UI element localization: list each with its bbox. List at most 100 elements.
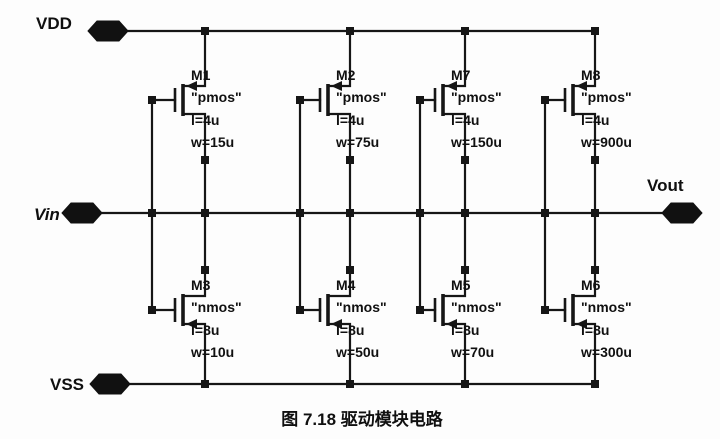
nmos-transistor: M3 "nmos" l=8u w=10u xyxy=(150,211,242,386)
junction-dot xyxy=(296,209,304,217)
nmos-arrow-icon xyxy=(331,319,342,329)
junction-dot xyxy=(591,209,599,217)
junction-dot xyxy=(591,156,599,164)
junction-dot xyxy=(461,266,469,274)
transistor-length-label: l=4u xyxy=(451,112,479,128)
junction-dot xyxy=(416,96,424,104)
junction-dot xyxy=(201,380,209,388)
transistor-model-label: "nmos" xyxy=(581,299,632,315)
transistor-width-label: w=75u xyxy=(335,134,379,150)
pmos-transistor: M7 "pmos" l=4u w=150u xyxy=(418,29,502,215)
transistor-name-label: M8 xyxy=(581,67,601,83)
junction-dot xyxy=(461,380,469,388)
transistor-width-label: w=10u xyxy=(190,344,234,360)
transistor-name-label: M5 xyxy=(451,277,471,293)
transistor-length-label: l=8u xyxy=(581,322,609,338)
junction-dot xyxy=(541,306,549,314)
junction-dot xyxy=(148,209,156,217)
vin-port-icon xyxy=(61,202,103,224)
transistor-length-label: l=8u xyxy=(451,322,479,338)
junction-dot xyxy=(201,27,209,35)
junction-dot xyxy=(541,96,549,104)
bottom-lead xyxy=(181,112,207,215)
transistor-width-label: w=150u xyxy=(450,134,502,150)
transistor-model-label: "pmos" xyxy=(191,89,242,105)
transistor-width-label: w=15u xyxy=(190,134,234,150)
transistor-model-label: "nmos" xyxy=(336,299,387,315)
vdd-port-icon xyxy=(87,20,129,42)
top-lead xyxy=(326,211,352,298)
top-lead xyxy=(571,211,597,298)
transistor-length-label: l=8u xyxy=(336,322,364,338)
transistor-model-label: "pmos" xyxy=(336,89,387,105)
junction-dot xyxy=(201,156,209,164)
transistor-width-label: w=900u xyxy=(580,134,632,150)
junction-dot xyxy=(461,209,469,217)
transistor-length-label: l=4u xyxy=(336,112,364,128)
transistor-model-label: "nmos" xyxy=(451,299,502,315)
transistor-width-label: w=300u xyxy=(580,344,632,360)
vdd-label: VDD xyxy=(36,14,72,33)
transistor-width-label: w=50u xyxy=(335,344,379,360)
transistor-model-label: "nmos" xyxy=(191,299,242,315)
pmos-arrow-icon xyxy=(186,81,197,91)
nmos-arrow-icon xyxy=(576,319,587,329)
bottom-lead xyxy=(326,112,352,215)
bottom-lead xyxy=(441,112,467,215)
top-lead xyxy=(441,211,467,298)
transistor-name-label: M2 xyxy=(336,67,356,83)
junction-dot xyxy=(201,209,209,217)
junction-dot xyxy=(541,209,549,217)
junction-dot xyxy=(346,27,354,35)
junction-dot xyxy=(346,156,354,164)
junction-dot xyxy=(148,96,156,104)
junction-dot xyxy=(461,156,469,164)
transistor-model-label: "pmos" xyxy=(581,89,632,105)
junction-dot xyxy=(346,209,354,217)
pmos-arrow-icon xyxy=(576,81,587,91)
transistor-name-label: M6 xyxy=(581,277,601,293)
nmos-transistor: M6 "nmos" l=8u w=300u xyxy=(543,211,632,386)
junction-dot xyxy=(296,306,304,314)
junction-dot xyxy=(148,306,156,314)
pmos-arrow-icon xyxy=(331,81,342,91)
transistor-name-label: M1 xyxy=(191,67,211,83)
pmos-transistor: M2 "pmos" l=4u w=75u xyxy=(298,29,387,215)
nmos-transistor: M4 "nmos" l=8u w=50u xyxy=(298,211,387,386)
vout-label: Vout xyxy=(647,176,684,195)
junction-dot xyxy=(591,27,599,35)
junction-dot xyxy=(416,306,424,314)
vss-port-icon xyxy=(89,373,131,395)
junction-dot xyxy=(416,209,424,217)
junction-dot xyxy=(296,96,304,104)
transistor-name-label: M4 xyxy=(336,277,356,293)
vss-label: VSS xyxy=(50,375,84,394)
junction-dot xyxy=(201,266,209,274)
transistor-model-label: "pmos" xyxy=(451,89,502,105)
junction-dot xyxy=(346,380,354,388)
junction-dot xyxy=(591,380,599,388)
transistor-width-label: w=70u xyxy=(450,344,494,360)
vout-port-icon xyxy=(661,202,703,224)
nmos-transistor: M5 "nmos" l=8u w=70u xyxy=(418,211,502,386)
transistor-name-label: M7 xyxy=(451,67,471,83)
pmos-arrow-icon xyxy=(446,81,457,91)
junction-dot xyxy=(461,27,469,35)
nmos-arrow-icon xyxy=(446,319,457,329)
pmos-transistor: M8"pmos"l=4uw=900u xyxy=(543,29,632,215)
figure-caption: 图 7.18 驱动模块电路 xyxy=(281,409,444,429)
transistor-name-label: M3 xyxy=(191,277,211,293)
bottom-lead xyxy=(571,112,597,215)
transistor-length-label: l=8u xyxy=(191,322,219,338)
vin-label: Vin xyxy=(34,205,60,224)
nmos-arrow-icon xyxy=(186,319,197,329)
transistor-length-label: l=4u xyxy=(191,112,219,128)
top-lead xyxy=(181,211,207,298)
pmos-transistor: M1 "pmos" l=4u w=15u xyxy=(150,29,242,215)
